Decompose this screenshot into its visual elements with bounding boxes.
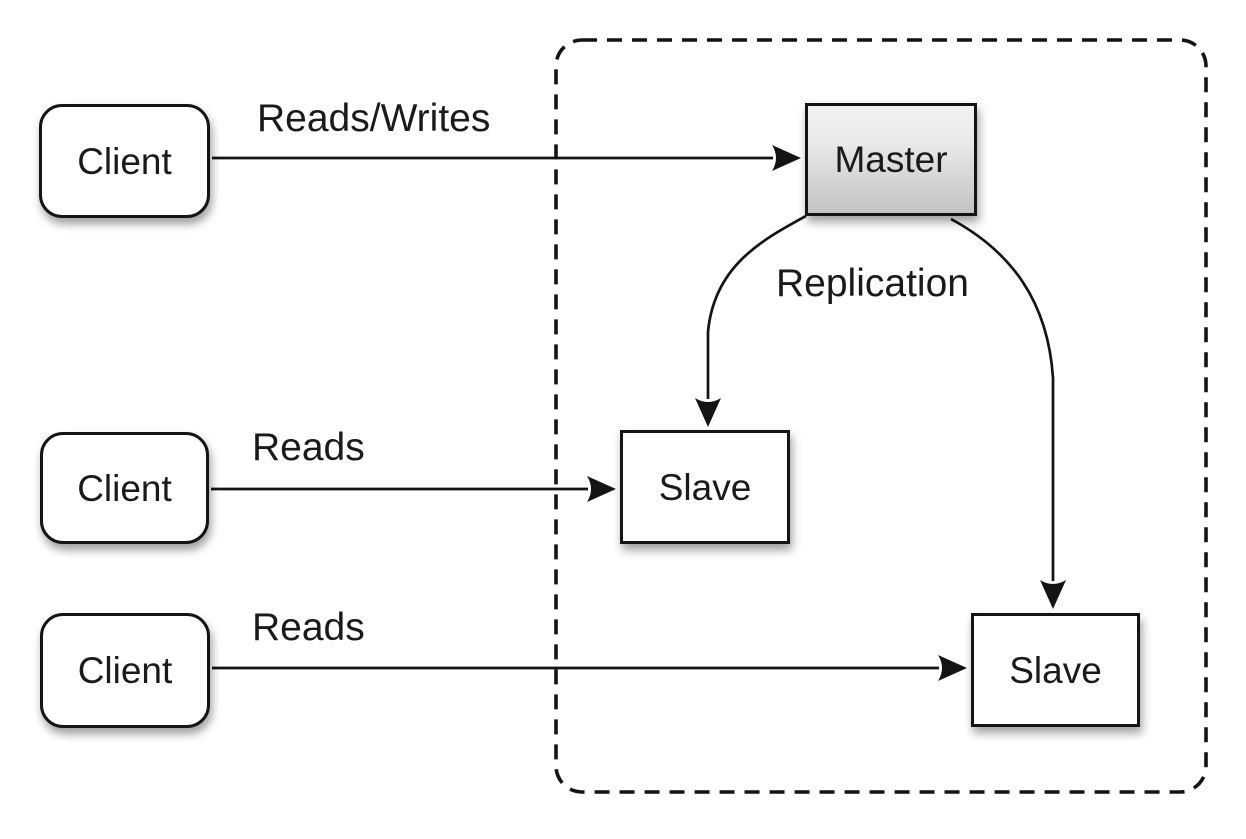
edge-label-reads-writes: Reads/Writes <box>257 97 491 140</box>
node-client-middle: Client <box>40 432 209 544</box>
edge-replication-left-arrow <box>695 214 807 427</box>
edge-label-replication: Replication <box>776 262 969 305</box>
edge-replication-right-arrow <box>950 217 1066 609</box>
edge-label-reads-bottom: Reads <box>252 606 365 649</box>
node-master: Master <box>805 103 977 216</box>
node-client-bottom: Client <box>40 613 210 728</box>
node-slave-right: Slave <box>971 613 1140 727</box>
edge-label-reads-middle: Reads <box>252 426 365 469</box>
node-client-top: Client <box>39 104 210 218</box>
replication-boundary-dashed-box <box>554 38 1208 794</box>
node-slave-left: Slave <box>620 430 790 544</box>
